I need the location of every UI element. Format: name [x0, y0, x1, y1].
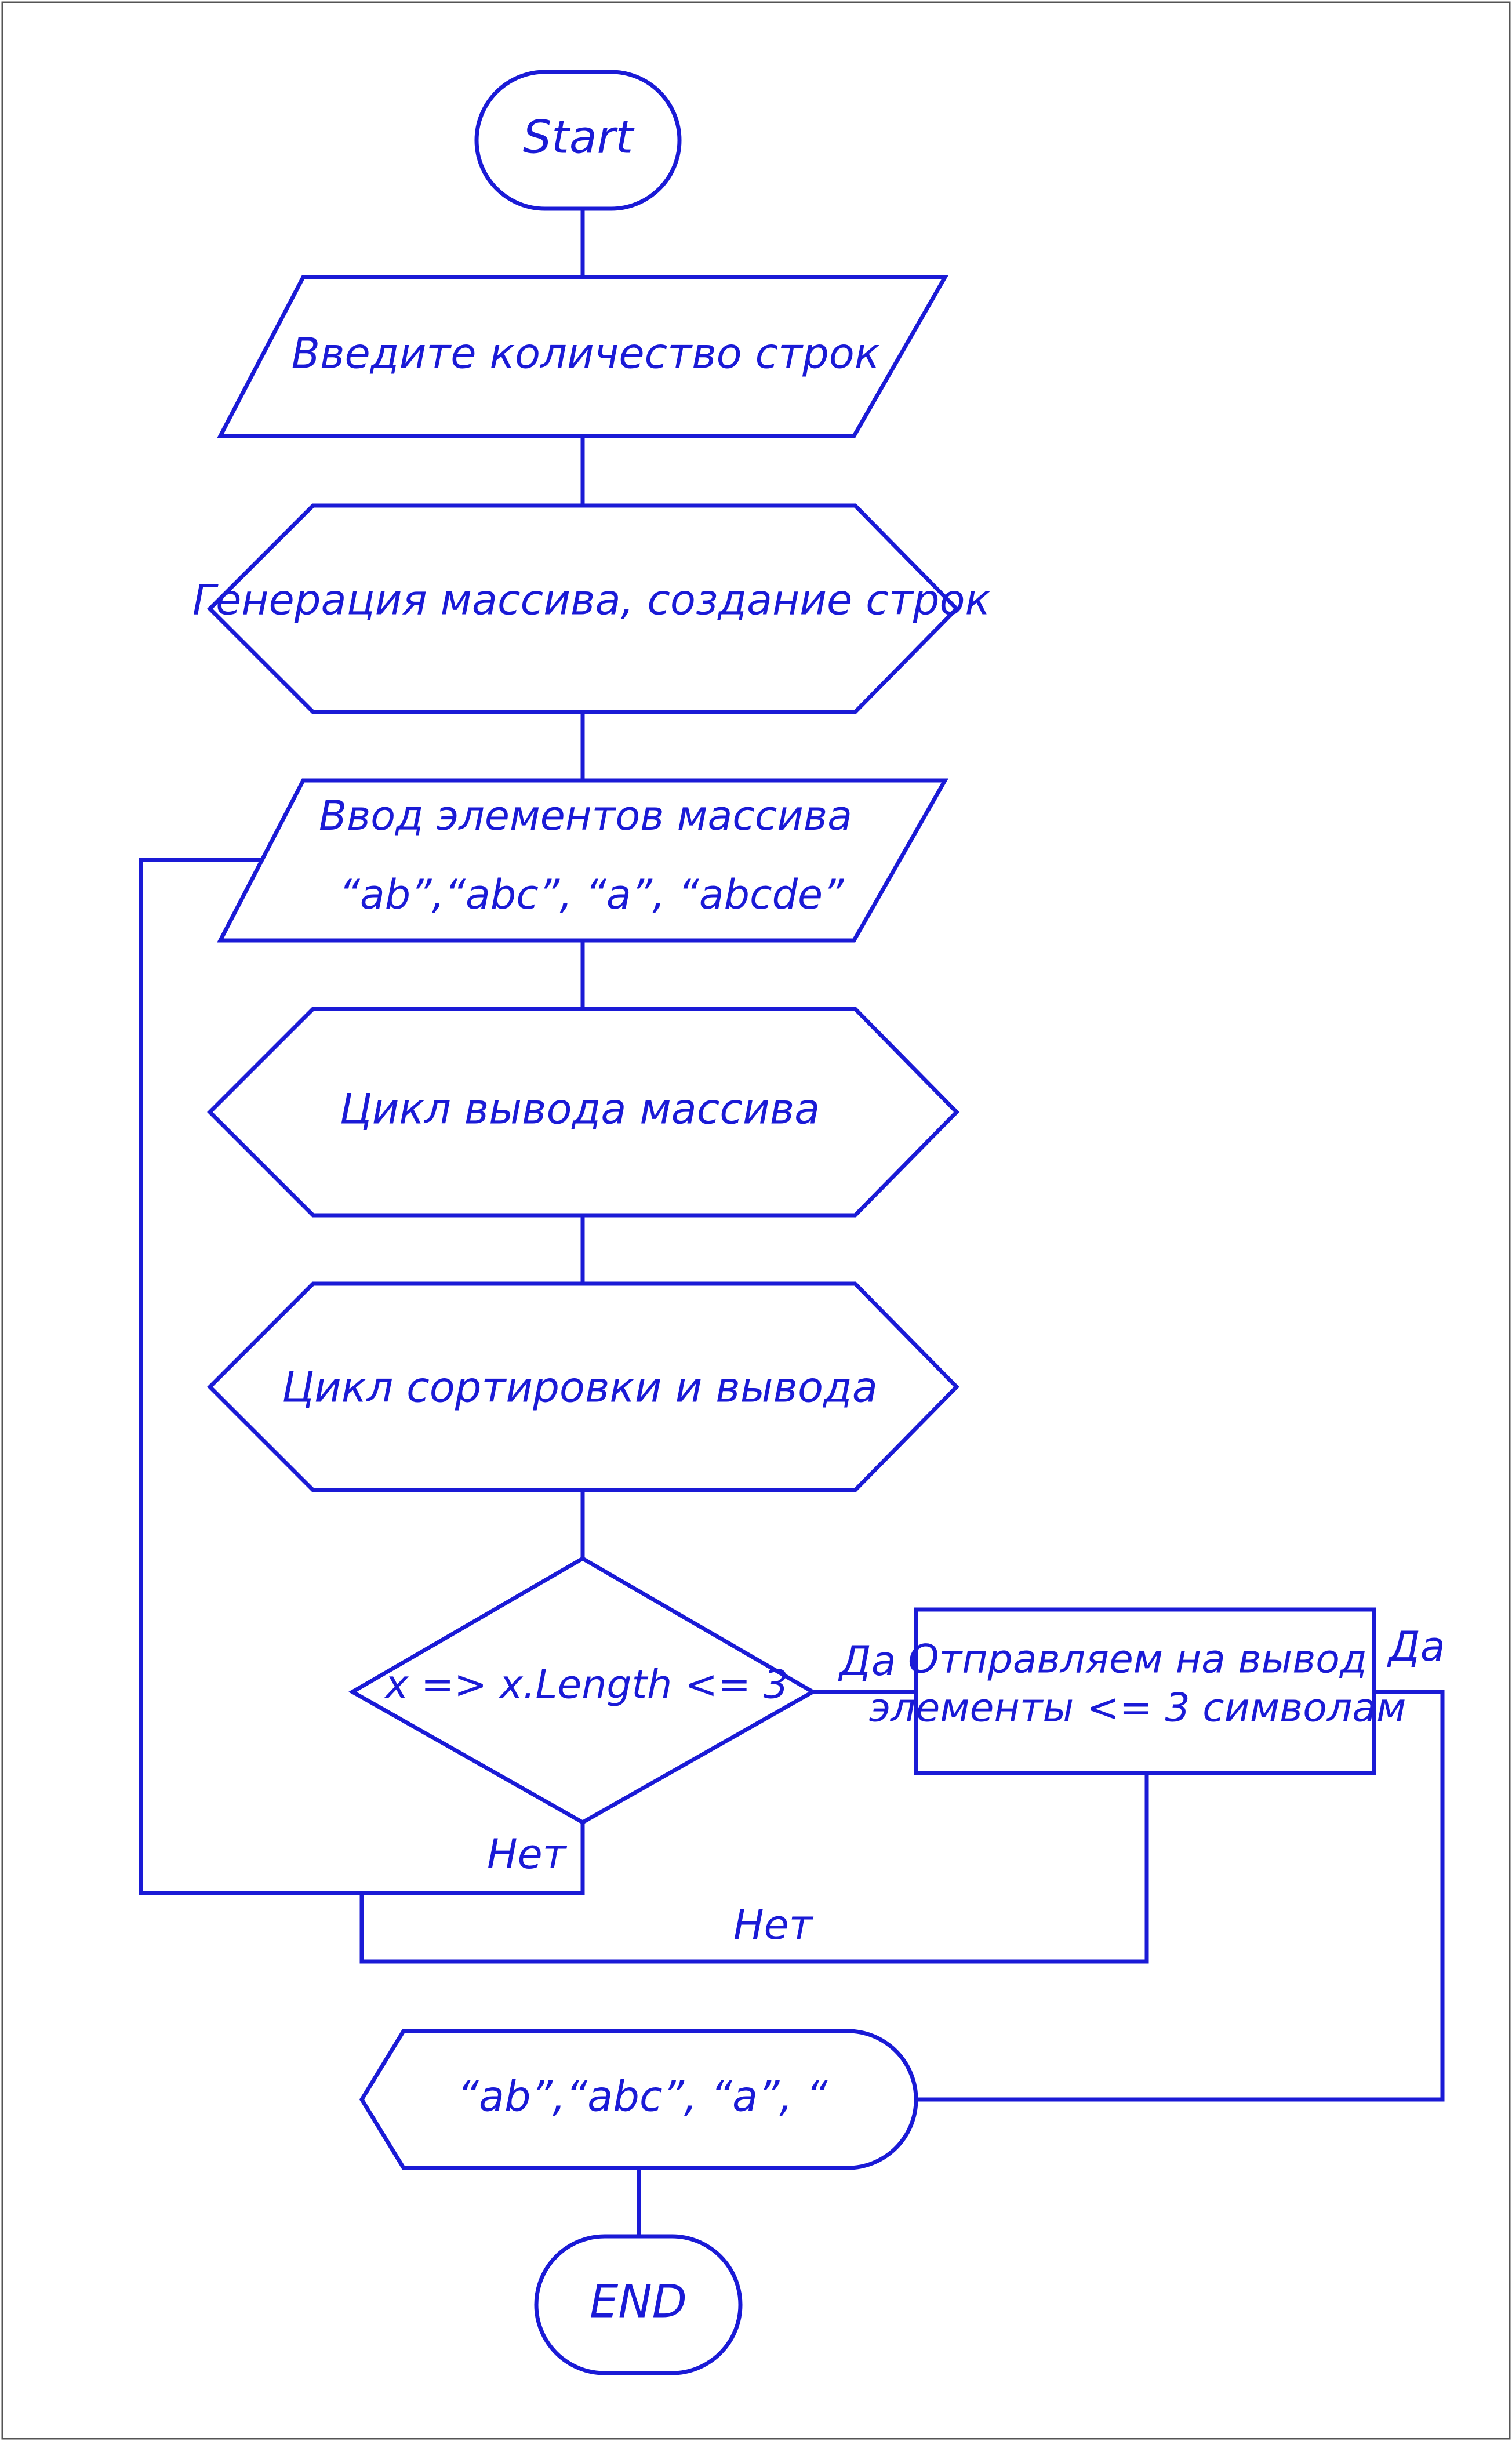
- sort-loop-label: Цикл сортировки и вывода: [282, 1363, 878, 1412]
- output-loop-label: Цикл вывода массива: [340, 1085, 820, 1134]
- input-elements-label-line1: Ввод элементов массива: [319, 792, 852, 840]
- generate-label: Генерация массива, создание строк: [192, 576, 990, 624]
- condition-no-label: Нет: [487, 1830, 568, 1878]
- display-label: “ab”,“abc”, “a”, “: [457, 2072, 828, 2121]
- input-count-label: Введите количество строк: [292, 329, 880, 378]
- input-elements-label-line2: “ab”,“abc”, “a”, “abcde”: [339, 871, 844, 918]
- send-output-label-line1: Отправляем на вывод: [908, 1637, 1367, 1683]
- connector-send-yes: [916, 1690, 1445, 2102]
- send-output-box: [914, 1607, 1376, 1775]
- connector-send-no: [359, 1773, 1149, 1964]
- display-shape: [359, 2029, 918, 2170]
- start-label: Start: [523, 111, 635, 164]
- condition-label: x => x.Length <= 3: [384, 1662, 788, 1708]
- send-yes-label: Да: [1387, 1623, 1445, 1670]
- generate-hexagon: [207, 503, 959, 714]
- input-count-parallelogram: [217, 275, 949, 438]
- output-loop-hexagon: [207, 1007, 959, 1218]
- start-terminator: [474, 70, 682, 211]
- sort-loop-hexagon: [207, 1281, 959, 1492]
- input-elements-parallelogram: [217, 778, 949, 943]
- condition-diamond: [348, 1556, 817, 1825]
- send-output-label-line2: элементы <= 3 символам: [869, 1686, 1406, 1731]
- end-label: END: [590, 2276, 687, 2328]
- end-terminator: [534, 2234, 743, 2375]
- condition-yes-label: Да: [838, 1637, 896, 1685]
- connector-condition-no-loop: [139, 858, 585, 1895]
- send-no-label: Нет: [733, 1901, 814, 1949]
